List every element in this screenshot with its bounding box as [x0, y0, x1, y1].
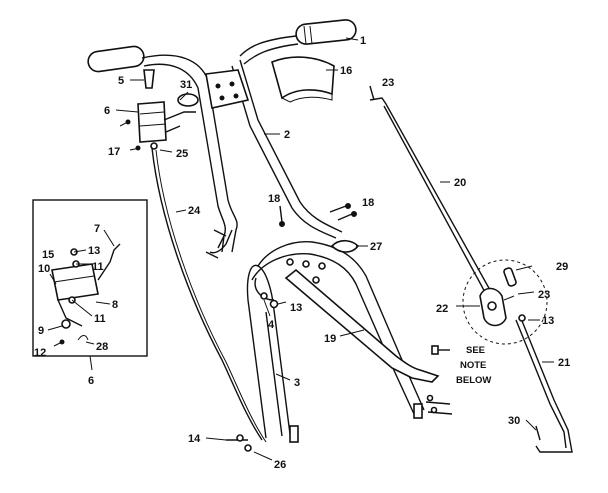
callout-25: 25: [176, 148, 188, 160]
callout-16: 16: [340, 65, 352, 77]
fasteners: [205, 85, 541, 452]
lower-handle-part-3: [246, 241, 425, 443]
callout-7: 7: [94, 223, 100, 235]
bracket-part-27: [330, 239, 360, 253]
callout-21: 21: [558, 357, 570, 369]
callout-28: 28: [96, 341, 108, 353]
callout-24: 24: [188, 205, 201, 217]
callout-22: 22: [436, 303, 448, 315]
note-line-3: BELOW: [456, 375, 491, 386]
callout-9: 9: [38, 325, 44, 337]
brace-part-19: [284, 268, 440, 383]
callout-13-detail: 13: [542, 315, 554, 327]
callout-13-main: 13: [290, 302, 302, 314]
inset-detail-box: [32, 199, 148, 357]
callout-4: 4: [268, 319, 275, 331]
callout-15: 15: [42, 249, 54, 261]
callout-3: 3: [294, 377, 300, 389]
callout-10: 10: [38, 263, 50, 275]
callout-5: 5: [118, 75, 124, 87]
callout-23-top: 23: [382, 77, 394, 89]
callout-11-inset-bottom: 11: [94, 313, 106, 325]
callout-23-detail: 23: [538, 289, 550, 301]
control-cable-part-24: [151, 147, 267, 443]
callout-11-inset-top: 11: [92, 261, 104, 273]
callout-1: 1: [360, 35, 366, 47]
rod-part-20: [369, 97, 491, 295]
note-line-2: NOTE: [460, 360, 486, 371]
callout-18-top: 18: [268, 193, 280, 205]
callout-17: 17: [108, 146, 120, 158]
upper-handle-part-2: [87, 35, 343, 254]
callout-12: 12: [34, 347, 46, 359]
callout-6-top: 6: [104, 105, 110, 117]
detail-circle: [462, 259, 548, 345]
callout-31: 31: [180, 79, 192, 91]
callout-19: 19: [324, 333, 336, 345]
callout-18-right: 18: [362, 197, 374, 209]
callout-30: 30: [508, 415, 520, 427]
callout-8: 8: [112, 299, 118, 311]
callout-14: 14: [188, 433, 201, 445]
leader-lines: [47, 37, 554, 461]
handle-cover-part-16: [271, 56, 335, 103]
note-line-1: SEE: [466, 345, 485, 356]
see-note-below: SEE NOTE BELOW: [456, 345, 491, 386]
callout-26: 26: [274, 459, 286, 471]
right-grip-part-1: [295, 19, 357, 45]
callout-2: 2: [284, 129, 290, 141]
callout-13-inset: 13: [88, 245, 100, 257]
callout-numbers: 1 16 23 5 31 6 17 25 2 20 24 18 18 27 29…: [34, 35, 570, 471]
rod-part-21: [515, 315, 573, 453]
callout-29: 29: [556, 261, 568, 273]
callout-6-inset: 6: [88, 375, 94, 387]
callout-20: 20: [454, 177, 466, 189]
callout-27: 27: [370, 241, 382, 253]
